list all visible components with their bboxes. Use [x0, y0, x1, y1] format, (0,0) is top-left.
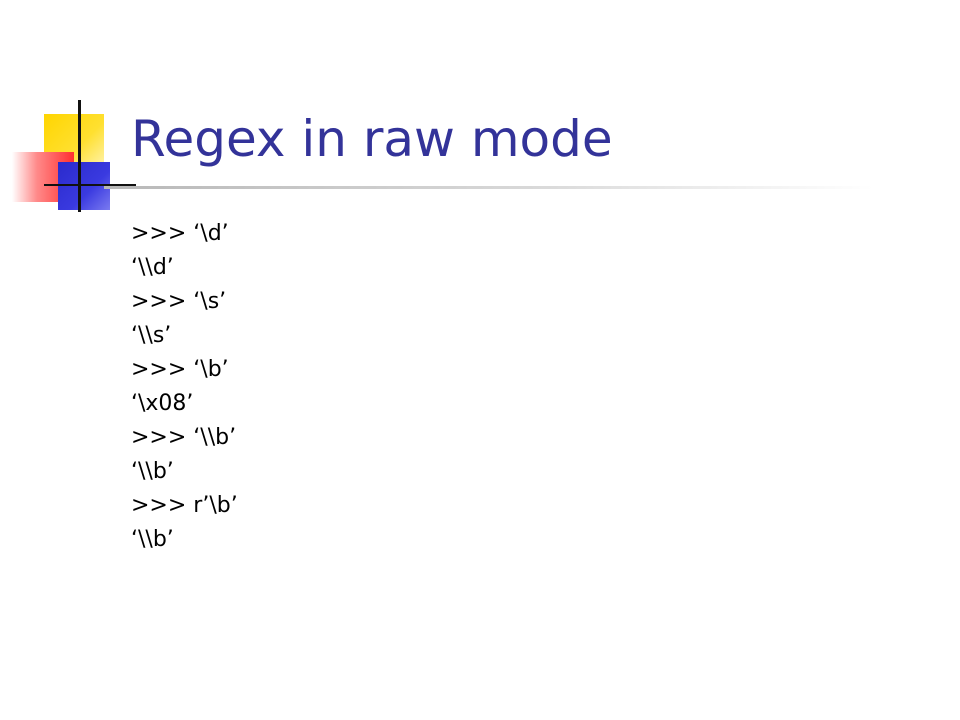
code-line: >>> ‘\d’ — [131, 221, 229, 246]
code-line: >>> ‘\\b’ — [131, 425, 237, 450]
logo-blue-square — [58, 162, 110, 210]
code-line: ‘\x08’ — [131, 391, 194, 416]
code-line: ‘\\b’ — [131, 527, 174, 552]
logo-horizontal-line — [44, 184, 136, 186]
slide-title: Regex in raw mode — [131, 110, 613, 168]
code-line: ‘\\s’ — [131, 323, 172, 348]
code-line: ‘\\b’ — [131, 459, 174, 484]
code-line: ‘\\d’ — [131, 255, 174, 280]
code-line: >>> r’\b’ — [131, 493, 238, 518]
code-line: >>> ‘\s’ — [131, 289, 227, 314]
logo-vertical-line — [78, 100, 81, 212]
code-lines: >>> ‘\d’ ‘\\d’ >>> ‘\s’ ‘\\s’ >>> ‘\b’ ‘… — [131, 217, 238, 557]
code-line: >>> ‘\b’ — [131, 357, 229, 382]
title-underline — [104, 186, 874, 189]
corner-logo-icon — [0, 0, 140, 230]
